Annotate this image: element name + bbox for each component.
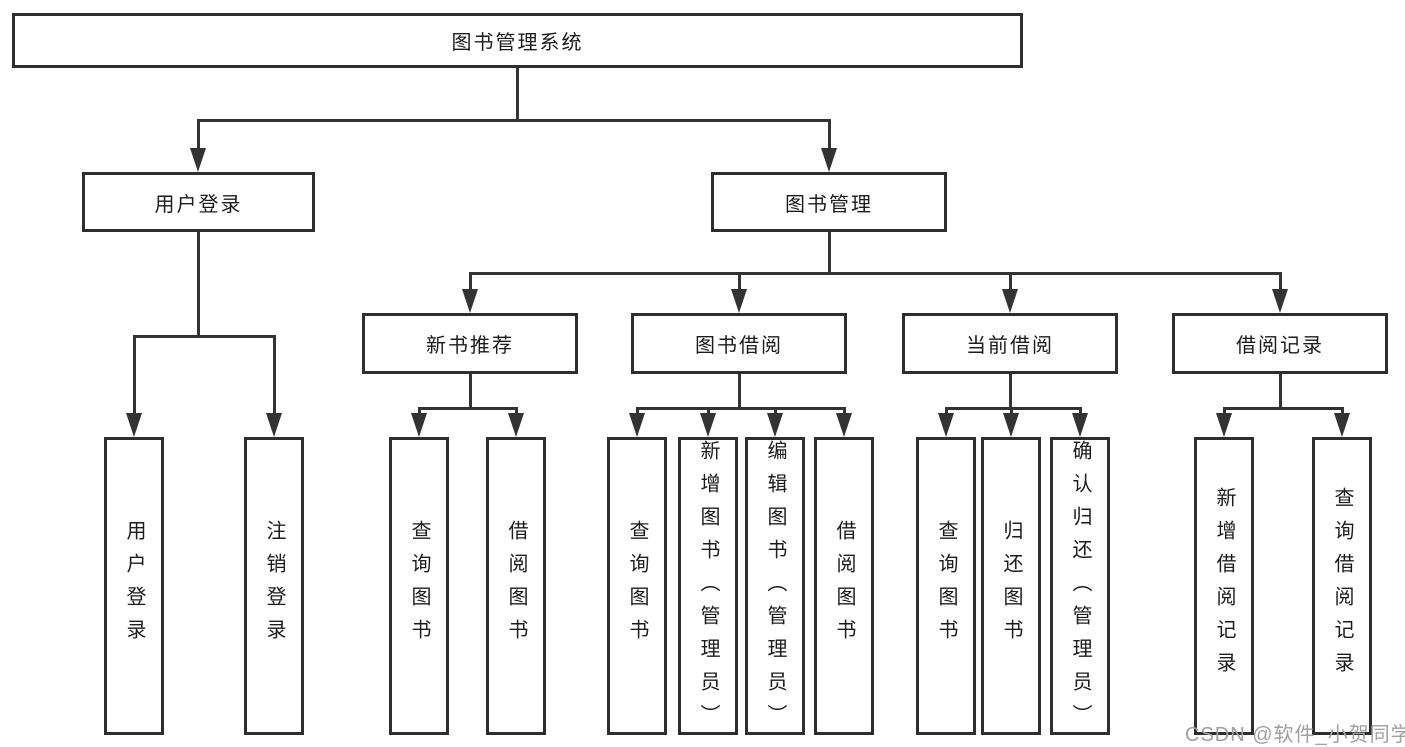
connector-borrow-stem — [738, 374, 741, 408]
connector-level2-rail — [197, 119, 831, 122]
connector-drop-leaf — [273, 335, 276, 415]
node-user-login: 用户登录 — [82, 172, 315, 232]
connector-drop-records — [1279, 272, 1282, 290]
leaf-query-borrow-record: 查询借阅记录 — [1312, 437, 1372, 735]
node-book-management: 图书管理 — [711, 172, 947, 232]
arrowhead-down-icon — [126, 413, 142, 437]
connector-drop-leaf — [636, 407, 639, 415]
connector-drop-leaf — [1010, 407, 1013, 415]
leaf-edit-books-admin: 编辑图书（管理员） — [745, 437, 805, 737]
arrowhead-down-icon — [190, 148, 206, 172]
connector-drop-leaf — [1079, 407, 1082, 415]
leaf-query-books: 查询图书 — [607, 437, 667, 735]
node-borrowing-records: 借阅记录 — [1172, 313, 1388, 374]
connector-newbook-stem — [469, 374, 472, 408]
arrowhead-down-icon — [1334, 413, 1350, 437]
connector-drop-leaf — [774, 407, 777, 415]
arrowhead-down-icon — [462, 289, 478, 313]
connector-drop-borrow — [738, 272, 741, 290]
connector-borrow-rail — [636, 407, 846, 410]
csdn-watermark: CSDN @软件_小贺同学 — [1185, 724, 1405, 746]
node-new-book-recommend: 新书推荐 — [362, 313, 578, 374]
connector-drop-user-login — [197, 119, 200, 151]
arrowhead-down-icon — [1072, 413, 1088, 437]
leaf-add-borrow-record: 新增借阅记录 — [1194, 437, 1254, 735]
connector-drop-leaf — [1341, 407, 1344, 415]
arrowhead-down-icon — [938, 413, 954, 437]
leaf-borrow-books: 借阅图书 — [486, 437, 546, 735]
leaf-query-books: 查询图书 — [916, 437, 976, 735]
leaf-confirm-return-admin: 确认归还（管理员） — [1050, 437, 1110, 737]
arrowhead-down-icon — [821, 148, 837, 172]
arrowhead-down-icon — [700, 413, 716, 437]
leaf-user-login: 用户登录 — [104, 437, 164, 735]
connector-current-stem — [1009, 374, 1012, 408]
connector-drop-leaf — [515, 407, 518, 415]
leaf-return-books: 归还图书 — [981, 437, 1041, 735]
connector-drop-book-mgmt — [828, 119, 831, 151]
leaf-add-books-admin: 新增图书（管理员） — [678, 437, 738, 737]
connector-drop-leaf — [418, 407, 421, 415]
arrowhead-down-icon — [767, 413, 783, 437]
arrowhead-down-icon — [1272, 289, 1288, 313]
connector-drop-leaf — [707, 407, 710, 415]
leaf-borrow-books: 借阅图书 — [814, 437, 874, 735]
connector-drop-leaf — [843, 407, 846, 415]
connector-drop-leaf — [945, 407, 948, 415]
connector-drop-leaf — [133, 335, 136, 415]
node-current-borrowing: 当前借阅 — [902, 313, 1118, 374]
leaf-logout: 注销登录 — [244, 437, 304, 735]
arrowhead-down-icon — [411, 413, 427, 437]
arrowhead-down-icon — [1002, 289, 1018, 313]
node-library-system: 图书管理系统 — [12, 13, 1023, 68]
arrowhead-down-icon — [1003, 413, 1019, 437]
connector-current-rail — [945, 407, 1082, 410]
node-book-borrowing: 图书借阅 — [631, 313, 847, 374]
arrowhead-down-icon — [266, 413, 282, 437]
connector-root-stem — [516, 68, 519, 120]
connector-drop-leaf — [1223, 407, 1226, 415]
arrowhead-down-icon — [731, 289, 747, 313]
connector-records-rail — [1223, 407, 1344, 410]
arrowhead-down-icon — [1216, 413, 1232, 437]
connector-records-stem — [1279, 374, 1282, 408]
connector-level3-rail — [469, 272, 1281, 275]
arrowhead-down-icon — [836, 413, 852, 437]
arrowhead-down-icon — [508, 413, 524, 437]
leaf-query-books: 查询图书 — [389, 437, 449, 735]
connector-userlogin-rail — [133, 335, 276, 338]
connector-newbook-rail — [418, 407, 518, 410]
arrowhead-down-icon — [629, 413, 645, 437]
connector-bookmgmt-stem — [828, 232, 831, 275]
connector-drop-current — [1009, 272, 1012, 290]
connector-drop-newbook — [469, 272, 472, 290]
connector-userlogin-stem — [197, 232, 200, 337]
